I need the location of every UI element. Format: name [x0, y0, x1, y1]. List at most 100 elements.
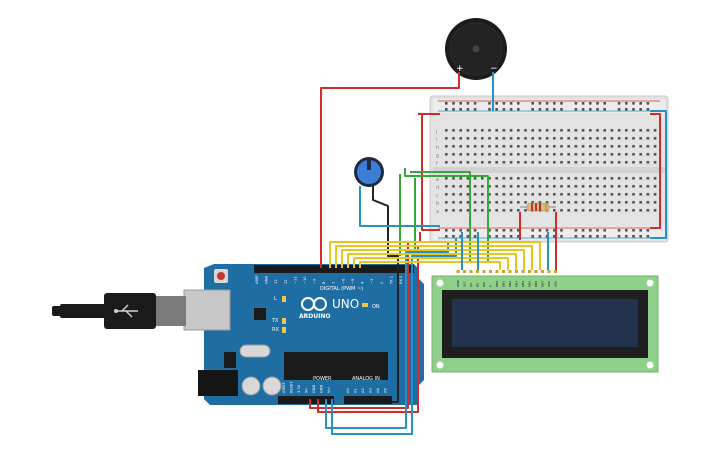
breadboard-hole[interactable] [596, 229, 599, 232]
analog-header[interactable] [344, 396, 392, 404]
breadboard-hole[interactable] [581, 129, 585, 132]
breadboard-hole[interactable] [589, 161, 592, 164]
breadboard-hole[interactable] [632, 137, 635, 140]
breadboard-hole[interactable] [502, 153, 506, 156]
breadboard-hole[interactable] [459, 201, 462, 204]
breadboard-hole[interactable] [639, 145, 642, 148]
breadboard-hole[interactable] [531, 235, 534, 238]
breadboard-hole[interactable] [502, 137, 506, 140]
breadboard-hole[interactable] [495, 185, 498, 188]
lcd-pin[interactable] [476, 270, 479, 273]
breadboard-hole[interactable] [488, 102, 491, 105]
breadboard-hole[interactable] [473, 108, 477, 111]
breadboard-hole[interactable] [452, 129, 455, 132]
breadboard-hole[interactable] [653, 209, 657, 212]
breadboard-hole[interactable] [596, 145, 599, 148]
breadboard-hole[interactable] [596, 137, 599, 140]
breadboard-hole[interactable] [517, 185, 520, 188]
breadboard-hole[interactable] [538, 145, 542, 148]
breadboard-hole[interactable] [639, 137, 642, 140]
breadboard-hole[interactable] [452, 137, 455, 140]
breadboard-hole[interactable] [617, 229, 621, 232]
breadboard-hole[interactable] [581, 137, 585, 140]
breadboard-hole[interactable] [625, 193, 628, 196]
breadboard-hole[interactable] [639, 153, 642, 156]
breadboard-hole[interactable] [452, 108, 455, 111]
breadboard-hole[interactable] [560, 108, 563, 111]
breadboard-hole[interactable] [560, 201, 563, 204]
breadboard-hole[interactable] [538, 129, 542, 132]
breadboard-hole[interactable] [545, 129, 549, 132]
breadboard-hole[interactable] [509, 161, 513, 164]
breadboard-hole[interactable] [459, 145, 462, 148]
resistor[interactable] [520, 202, 556, 212]
breadboard-hole[interactable] [560, 185, 563, 188]
breadboard-hole[interactable] [603, 102, 606, 105]
breadboard-hole[interactable] [596, 201, 599, 204]
breadboard-hole[interactable] [553, 185, 556, 188]
breadboard-hole[interactable] [610, 137, 614, 140]
breadboard-hole[interactable] [545, 193, 549, 196]
breadboard-hole[interactable] [653, 193, 657, 196]
breadboard-hole[interactable] [632, 108, 635, 111]
breadboard-hole[interactable] [646, 145, 650, 148]
breadboard-hole[interactable] [617, 137, 621, 140]
breadboard-hole[interactable] [531, 129, 534, 132]
lcd-pin[interactable] [534, 270, 538, 273]
breadboard-hole[interactable] [625, 185, 628, 188]
breadboard-hole[interactable] [445, 185, 448, 188]
lcd-pin[interactable] [508, 270, 512, 273]
breadboard-hole[interactable] [632, 102, 635, 105]
breadboard-hole[interactable] [589, 235, 592, 238]
breadboard-hole[interactable] [617, 209, 621, 212]
breadboard-hole[interactable] [445, 177, 448, 180]
breadboard-hole[interactable] [632, 185, 635, 188]
breadboard-hole[interactable] [553, 209, 556, 212]
breadboard-hole[interactable] [481, 129, 484, 132]
breadboard-hole[interactable] [466, 108, 470, 111]
breadboard-hole[interactable] [509, 193, 513, 196]
breadboard-hole[interactable] [466, 229, 470, 232]
breadboard-hole[interactable] [625, 177, 628, 180]
breadboard-hole[interactable] [567, 137, 570, 140]
breadboard-hole[interactable] [653, 153, 657, 156]
breadboard-hole[interactable] [589, 209, 592, 212]
lcd-pin[interactable] [495, 270, 499, 273]
lcd-pin[interactable] [521, 270, 525, 273]
breadboard-hole[interactable] [509, 229, 513, 232]
lcd-pin[interactable] [528, 270, 531, 273]
breadboard-hole[interactable] [646, 161, 650, 164]
breadboard-hole[interactable] [646, 235, 650, 238]
breadboard-hole[interactable] [466, 137, 470, 140]
breadboard-hole[interactable] [553, 235, 556, 238]
breadboard-hole[interactable] [596, 209, 599, 212]
breadboard-hole[interactable] [481, 145, 484, 148]
breadboard-hole[interactable] [524, 193, 527, 196]
breadboard-hole[interactable] [639, 209, 642, 212]
breadboard-hole[interactable] [509, 177, 513, 180]
breadboard-hole[interactable] [553, 153, 556, 156]
breadboard-hole[interactable] [445, 108, 448, 111]
breadboard-hole[interactable] [646, 108, 650, 111]
breadboard-hole[interactable] [567, 177, 570, 180]
breadboard-hole[interactable] [553, 102, 556, 105]
breadboard-hole[interactable] [653, 177, 657, 180]
breadboard-hole[interactable] [488, 235, 491, 238]
breadboard-hole[interactable] [574, 177, 578, 180]
breadboard-hole[interactable] [488, 177, 491, 180]
breadboard-hole[interactable] [445, 129, 448, 132]
breadboard-hole[interactable] [646, 201, 650, 204]
breadboard-hole[interactable] [545, 185, 549, 188]
breadboard-hole[interactable] [639, 129, 642, 132]
breadboard-hole[interactable] [495, 102, 498, 105]
breadboard-hole[interactable] [646, 129, 650, 132]
breadboard-hole[interactable] [560, 153, 563, 156]
breadboard-hole[interactable] [625, 153, 628, 156]
breadboard-hole[interactable] [610, 145, 614, 148]
breadboard-hole[interactable] [524, 129, 527, 132]
breadboard-hole[interactable] [531, 102, 534, 105]
breadboard-hole[interactable] [560, 235, 563, 238]
breadboard-hole[interactable] [610, 185, 614, 188]
breadboard-hole[interactable] [560, 129, 563, 132]
